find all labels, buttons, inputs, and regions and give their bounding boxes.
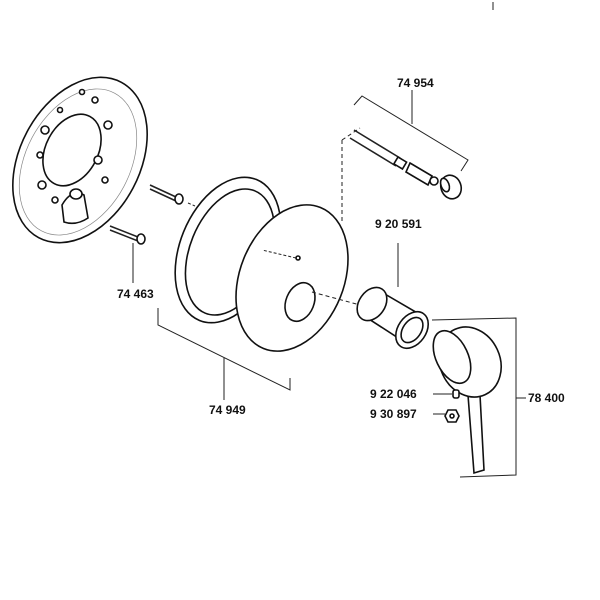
axis-line-middle: [311, 291, 361, 306]
label-handle: 78 400: [528, 391, 565, 405]
nut: [444, 409, 460, 423]
label-screws: 74 463: [117, 287, 154, 301]
valve-body-sleeve: [356, 286, 430, 350]
axis-line-top: [341, 127, 361, 141]
label-cover: 74 954: [397, 76, 434, 90]
label-set-screw: 9 22 046: [370, 387, 417, 401]
label-valve-body: 9 20 591: [375, 217, 422, 231]
escutcheon-plate: [235, 204, 349, 352]
cover-cap: [439, 174, 463, 200]
cover-bracket: [353, 95, 469, 172]
screw-upper: [149, 184, 196, 207]
label-escutcheon: 74 949: [209, 403, 246, 417]
escutcheon-bracket: [157, 308, 291, 391]
handle-lever: [432, 326, 502, 475]
cover-stem: [349, 129, 439, 187]
handle-bracket: [431, 317, 517, 478]
screw-lower: [109, 225, 146, 245]
label-nut: 9 30 897: [370, 407, 417, 421]
mounting-plate: [12, 76, 148, 244]
set-screw: [452, 389, 460, 399]
